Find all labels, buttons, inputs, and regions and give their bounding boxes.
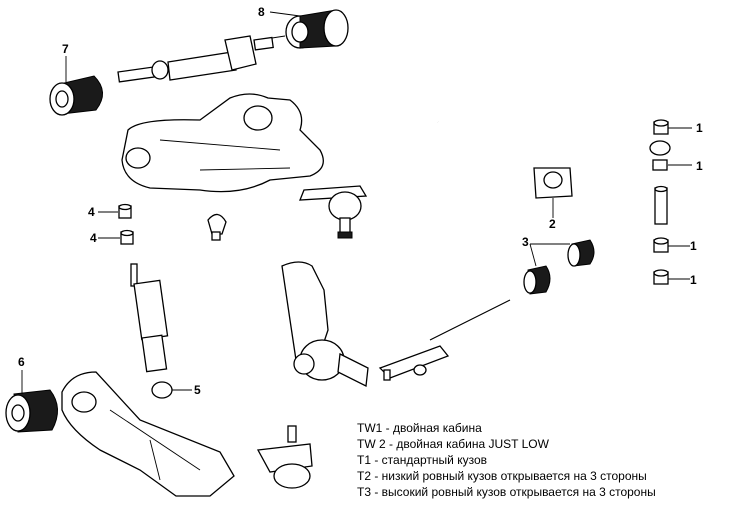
upper-arm-shaft — [117, 35, 286, 83]
steering-knuckle — [281, 261, 369, 387]
legend-item: TW 2 - двойная кабина JUST LOW — [357, 437, 549, 451]
callout-1: 1 — [696, 159, 703, 173]
callout-2: 2 — [549, 217, 556, 231]
callout-4: 4 — [90, 231, 97, 245]
legend-item: T2 - низкий ровный кузов открывается на … — [357, 469, 647, 483]
stabilizer-bar — [437, 119, 671, 156]
callout-3: 3 — [522, 235, 529, 249]
lower-ball-joint — [256, 425, 313, 489]
callout-6: 6 — [18, 355, 25, 369]
callout-4: 4 — [88, 205, 95, 219]
body-type-legend: TW1 - двойная кабина TW 2 - двойная каби… — [357, 420, 727, 500]
stabilizer-bracket-2 — [533, 167, 573, 218]
bump-stop-4 — [98, 203, 134, 245]
lower-arm-bushing-6 — [5, 370, 58, 433]
upper-arm-bushing-7 — [49, 75, 103, 116]
upper-arm-bushing-8 — [285, 9, 349, 49]
upper-ball-joint — [299, 185, 368, 239]
strut-bar-bushing-3 — [523, 239, 595, 295]
rubber-bump-stop — [207, 213, 227, 241]
callout-1: 1 — [696, 121, 703, 135]
callout-7: 7 — [62, 42, 69, 56]
legend-item: T1 - стандартный кузов — [357, 453, 488, 467]
callout-1: 1 — [690, 239, 697, 253]
lower-control-arm — [61, 371, 235, 497]
callout-5: 5 — [194, 383, 201, 397]
strut-bar — [378, 299, 511, 381]
shock-absorber-5 — [130, 263, 192, 399]
legend-item: TW1 - двойная кабина — [357, 421, 482, 435]
callout-8: 8 — [258, 5, 265, 19]
legend-item: T3 - высокий ровный кузов открывается на… — [357, 485, 656, 499]
upper-control-arm — [121, 93, 324, 193]
stabilizer-bushing-1 — [652, 119, 692, 285]
callout-1: 1 — [690, 273, 697, 287]
